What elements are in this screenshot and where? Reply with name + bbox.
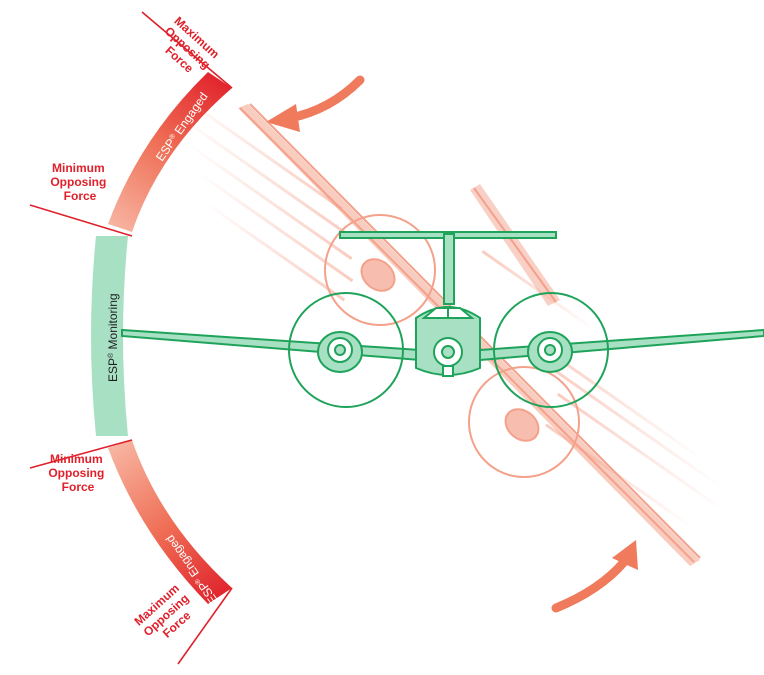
rotation-arrow-top-icon xyxy=(266,80,360,132)
max-force-label-bottom: Maximum Opposing Force xyxy=(131,579,203,650)
left-engine-nacelle xyxy=(318,332,362,372)
esp-engaged-bottom-segment xyxy=(108,440,232,604)
right-engine-nacelle xyxy=(528,332,572,372)
rotation-arrow-bottom-icon xyxy=(556,540,638,608)
max-force-label-top: Maximum Opposing Force xyxy=(153,14,225,85)
min-force-label-top: Minimum Opposing Force xyxy=(50,161,109,203)
aircraft-icon xyxy=(122,232,764,407)
min-force-label-bottom: Minimum Opposing Force xyxy=(48,452,107,494)
vertical-tail xyxy=(444,234,454,304)
esp-monitoring-label: ESP® Monitoring xyxy=(106,293,120,382)
fuselage xyxy=(416,307,480,376)
